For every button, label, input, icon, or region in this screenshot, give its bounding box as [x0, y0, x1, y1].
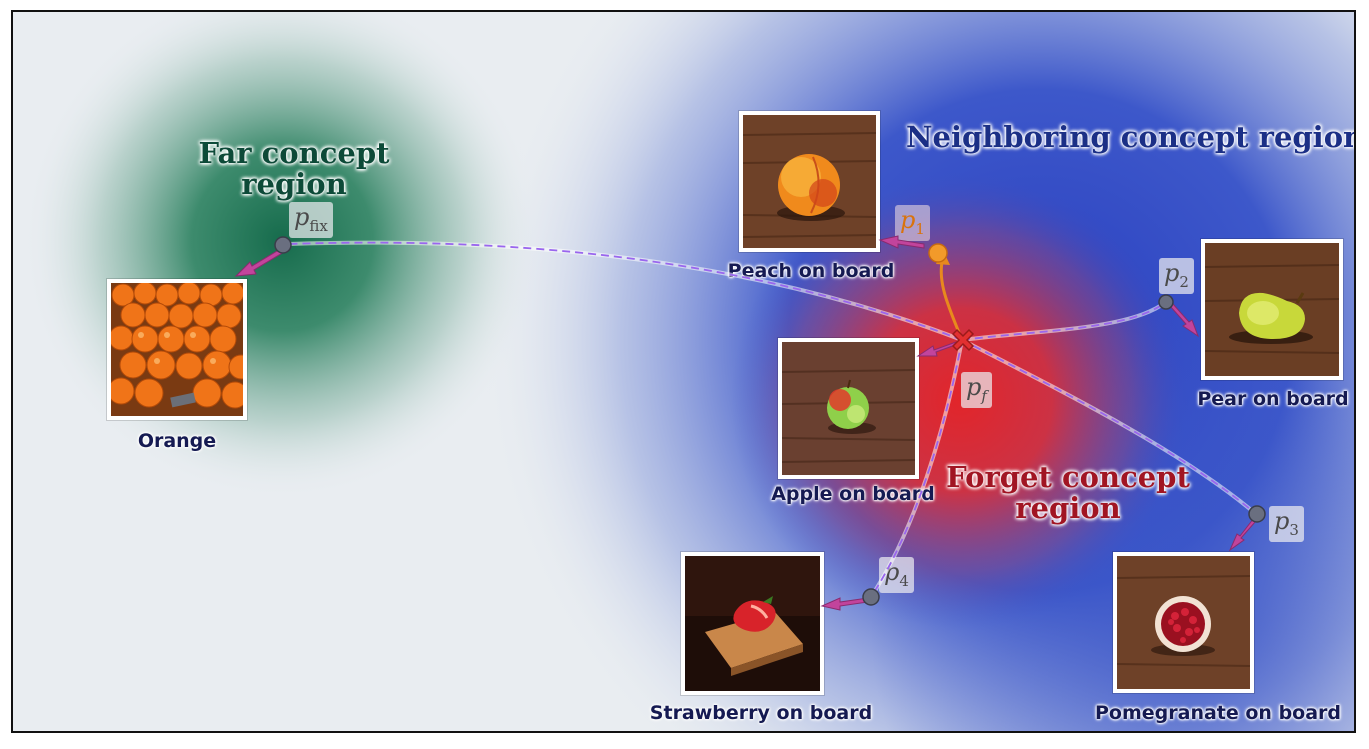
orange-image: [107, 279, 247, 420]
p-3-label: p3: [1269, 506, 1304, 542]
pear-on-board-picture: [1205, 243, 1339, 376]
forget-concept-region-label: Forget concept region: [943, 460, 1193, 526]
pomegranate-caption: Pomegranate on board: [1094, 702, 1342, 724]
p-1-base: p: [900, 206, 916, 234]
pomegranate-on-board-picture: [1117, 556, 1250, 689]
p-2-subscript: 2: [1179, 272, 1189, 291]
diagram-frame: Far concept region Neighboring concept r…: [11, 10, 1356, 733]
p-1-subscript: 1: [915, 219, 925, 238]
p-3-subscript: 3: [1289, 520, 1299, 539]
strawberry-on-board-picture: [685, 556, 820, 691]
apple-on-board-picture: [782, 342, 915, 475]
strawberry-image: [681, 552, 824, 695]
pear-caption: Pear on board: [1197, 388, 1349, 410]
p-fix-subscript: fix: [309, 216, 328, 235]
pomegranate-image: [1113, 552, 1254, 693]
apple-image: [778, 338, 919, 479]
p-f-label: pf: [961, 372, 992, 408]
peach-caption: Peach on board: [727, 260, 895, 282]
far-concept-region-label: Far concept region: [189, 136, 399, 202]
p-2-base: p: [1164, 259, 1180, 287]
p-2-label: p2: [1159, 258, 1194, 294]
strawberry-caption: Strawberry on board: [649, 702, 873, 724]
peach-image: [739, 111, 880, 252]
orange-caption: Orange: [137, 430, 217, 452]
pear-image: [1201, 239, 1343, 380]
neighboring-concept-region-label: Neighboring concept region: [906, 120, 1356, 154]
apple-caption: Apple on board: [771, 483, 935, 505]
forget-region-line2: region: [1015, 491, 1121, 526]
p-3-base: p: [1274, 507, 1290, 535]
far-region-line2: region: [241, 167, 347, 202]
p-fix-base: p: [294, 203, 310, 231]
far-region-line1: Far concept: [198, 136, 390, 170]
p-1-label: p1: [895, 205, 930, 241]
p-f-base: p: [966, 373, 982, 401]
p-4-subscript: 4: [899, 571, 909, 590]
p-4-base: p: [884, 558, 900, 586]
p-fix-label: pfix: [289, 202, 333, 238]
p-f-subscript: f: [981, 386, 987, 405]
forget-region-line1: Forget concept: [946, 460, 1190, 494]
peach-on-board-picture: [743, 115, 876, 248]
oranges-pile-picture: [111, 283, 243, 416]
p-4-label: p4: [879, 557, 914, 593]
